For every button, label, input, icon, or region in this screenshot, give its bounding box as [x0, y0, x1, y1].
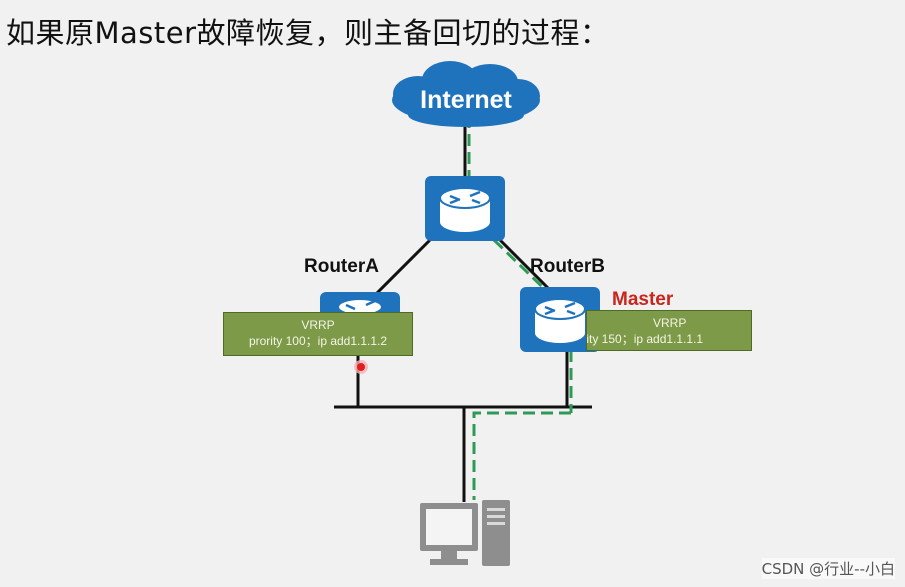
internet-label: Internet	[420, 86, 512, 114]
master-label: Master	[612, 289, 674, 310]
slide-title: 如果原Master故障恢复，则主备回切的过程：	[6, 16, 610, 50]
vrrp-config-router-b: VRRP prority 150；ip add1.1.1.1	[586, 310, 752, 351]
router-a-label: RouterA	[304, 256, 379, 277]
core-router-icon	[425, 176, 505, 241]
watermark: CSDN @行业--小白	[761, 558, 895, 579]
router-b-icon	[520, 287, 600, 352]
router-b-label: RouterB	[530, 256, 605, 277]
internet-cloud-icon	[392, 61, 540, 127]
vrrp-b-config: prority 150；ip add1.1.1.1	[586, 332, 704, 346]
link-core-router-a	[368, 236, 434, 302]
vrrp-a-config: prority 100；ip add1.1.1.2	[248, 334, 388, 348]
vrrp-a-header: VRRP	[301, 318, 335, 332]
pc-icon	[420, 500, 510, 566]
vrrp-config-router-a: VRRP prority 100；ip add1.1.1.2	[223, 312, 413, 356]
failure-indicator-icon	[354, 360, 368, 374]
vrrp-b-header: VRRP	[653, 316, 687, 330]
